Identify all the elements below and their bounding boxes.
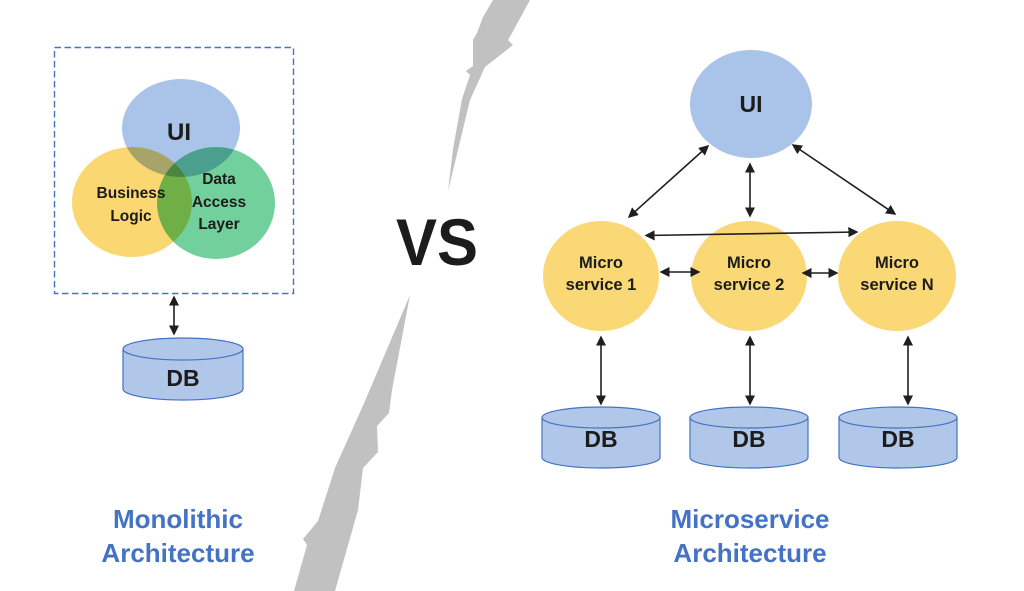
monolithic-title-line1: Monolithic bbox=[113, 504, 243, 534]
microservice-3-label-line2: service N bbox=[860, 276, 933, 294]
db-cylinder-body bbox=[689, 417, 809, 469]
microservice-2-label-line1: Micro bbox=[727, 254, 771, 272]
db3-cylinder: DB bbox=[838, 406, 958, 469]
db1-label: DB bbox=[584, 426, 617, 452]
microservice-2-label-line2: service 2 bbox=[714, 276, 785, 294]
data-access-label-line2: Access bbox=[192, 194, 246, 211]
db2-label: DB bbox=[732, 426, 765, 452]
service1-serviceN-arrow bbox=[644, 227, 859, 241]
db1-cylinder: DB bbox=[541, 406, 661, 469]
microservice-panel: UI Micro service 1 Micro service 2 Micro… bbox=[541, 50, 958, 568]
db-cylinder-body bbox=[838, 417, 958, 469]
divider-bolt-top-icon bbox=[448, 0, 530, 191]
microservice-ui-circle bbox=[690, 50, 812, 158]
business-logic-label-line2: Logic bbox=[110, 208, 152, 225]
ui-service3-arrow bbox=[791, 144, 897, 215]
monolith-db-label: DB bbox=[166, 365, 199, 391]
data-access-label-line3: Layer bbox=[198, 216, 239, 233]
db2-cylinder: DB bbox=[689, 406, 809, 469]
microservice-ui-label: UI bbox=[740, 91, 763, 117]
db-cylinder-top bbox=[838, 406, 958, 429]
divider-bolt-bottom-icon bbox=[294, 295, 410, 591]
microservice-1-label-line2: service 1 bbox=[566, 276, 637, 294]
monolith-venn bbox=[72, 79, 275, 259]
monolithic-panel: UI Business Logic Data Access Layer DB M… bbox=[53, 46, 295, 568]
business-logic-circle bbox=[72, 147, 192, 257]
db3-label: DB bbox=[881, 426, 914, 452]
microservice-1-label-line1: Micro bbox=[579, 254, 623, 272]
db-cylinder-top bbox=[122, 337, 244, 361]
ui-service1-arrow bbox=[627, 144, 710, 219]
monolith-db-cylinder: DB bbox=[122, 337, 244, 401]
db-cylinder-top bbox=[541, 406, 661, 429]
microservice-1-circle bbox=[543, 221, 659, 331]
db-cylinder-body bbox=[541, 417, 661, 469]
microservice-3-circle bbox=[838, 221, 956, 331]
microservice-2-circle bbox=[691, 221, 807, 331]
ui-circle-label: UI bbox=[167, 119, 191, 146]
microservice-title-line2: Architecture bbox=[673, 538, 826, 568]
vs-label: VS bbox=[396, 205, 478, 279]
microservice-3-label-line1: Micro bbox=[875, 254, 919, 272]
microservice-title-line1: Microservice bbox=[671, 504, 830, 534]
db-cylinder-body bbox=[122, 349, 244, 401]
monolith-boundary-box bbox=[53, 46, 295, 295]
monolithic-title-line2: Architecture bbox=[101, 538, 254, 568]
divider: VS bbox=[294, 0, 530, 591]
data-access-circle bbox=[157, 147, 275, 259]
business-logic-label-line1: Business bbox=[97, 185, 166, 202]
data-access-label-line1: Data bbox=[202, 171, 236, 188]
db-cylinder-top bbox=[689, 406, 809, 429]
